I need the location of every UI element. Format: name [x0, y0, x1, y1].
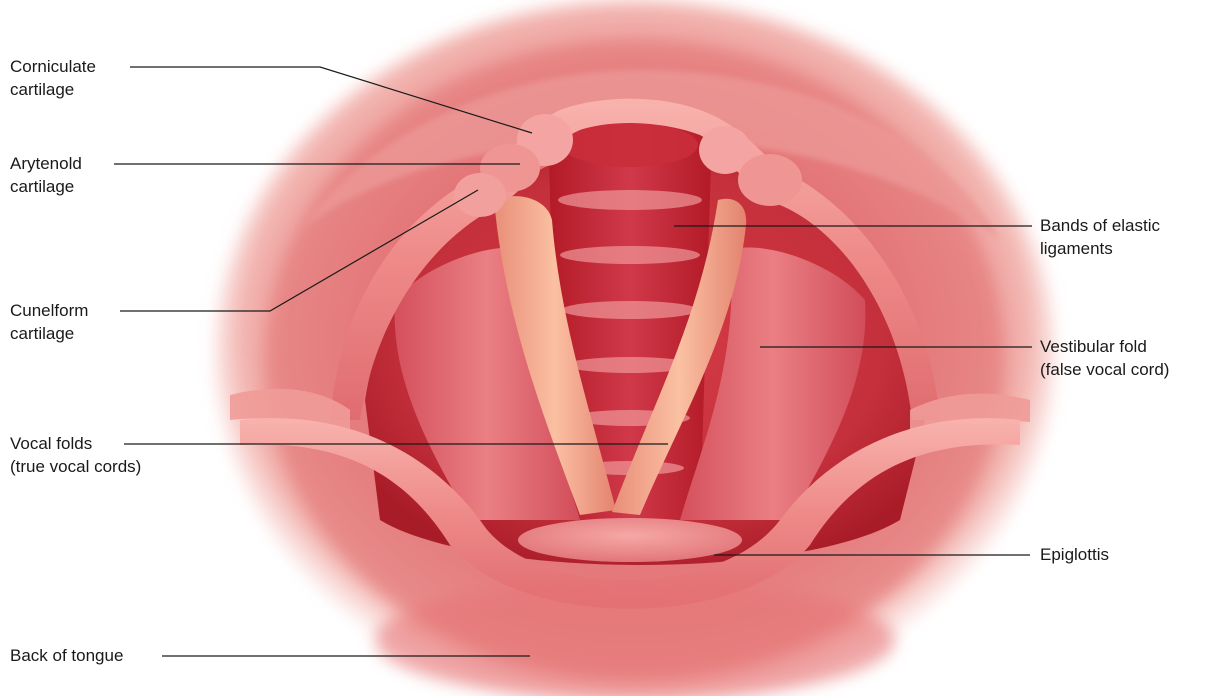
- label-corniculate-cartilage: Corniculate cartilage: [10, 55, 96, 101]
- label-vocal-folds-line1: Vocal folds: [10, 432, 141, 455]
- label-cuneiform-line1: Cunelform: [10, 299, 88, 322]
- label-back-of-tongue: Back of tongue: [10, 644, 123, 667]
- label-epiglottis: Epiglottis: [1040, 543, 1109, 566]
- label-vocal-folds: Vocal folds (true vocal cords): [10, 432, 141, 478]
- label-vestibular-fold: Vestibular fold (false vocal cord): [1040, 335, 1169, 381]
- label-corniculate-line1: Corniculate: [10, 55, 96, 78]
- label-cuneiform-line2: cartilage: [10, 322, 88, 345]
- label-arytenoid-line2: cartilage: [10, 175, 82, 198]
- cuneiform-cartilage: [454, 173, 506, 217]
- label-arytenoid-line1: Arytenold: [10, 152, 82, 175]
- label-epiglottis-line1: Epiglottis: [1040, 543, 1109, 566]
- epiglottis-tip: [518, 518, 742, 562]
- label-vestibular-line2: (false vocal cord): [1040, 358, 1169, 381]
- label-elastic-line2: ligaments: [1040, 237, 1160, 260]
- label-back-of-tongue-line1: Back of tongue: [10, 644, 123, 667]
- label-cuneiform-cartilage: Cunelform cartilage: [10, 299, 88, 345]
- label-elastic-ligaments: Bands of elastic ligaments: [1040, 214, 1160, 260]
- label-vestibular-line1: Vestibular fold: [1040, 335, 1169, 358]
- label-corniculate-line2: cartilage: [10, 78, 96, 101]
- label-arytenoid-cartilage: Arytenold cartilage: [10, 152, 82, 198]
- label-vocal-folds-line2: (true vocal cords): [10, 455, 141, 478]
- back-of-tongue: [375, 580, 895, 696]
- label-elastic-line1: Bands of elastic: [1040, 214, 1160, 237]
